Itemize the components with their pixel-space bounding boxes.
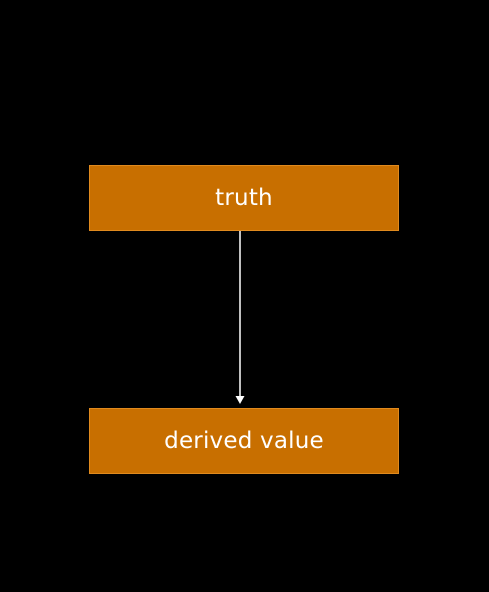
derived-value-node: derived value [89,408,399,474]
truth-node: truth [89,165,399,231]
derived-value-node-label: derived value [164,428,324,454]
truth-node-label: truth [215,185,273,211]
arrow-head-icon [235,396,245,404]
